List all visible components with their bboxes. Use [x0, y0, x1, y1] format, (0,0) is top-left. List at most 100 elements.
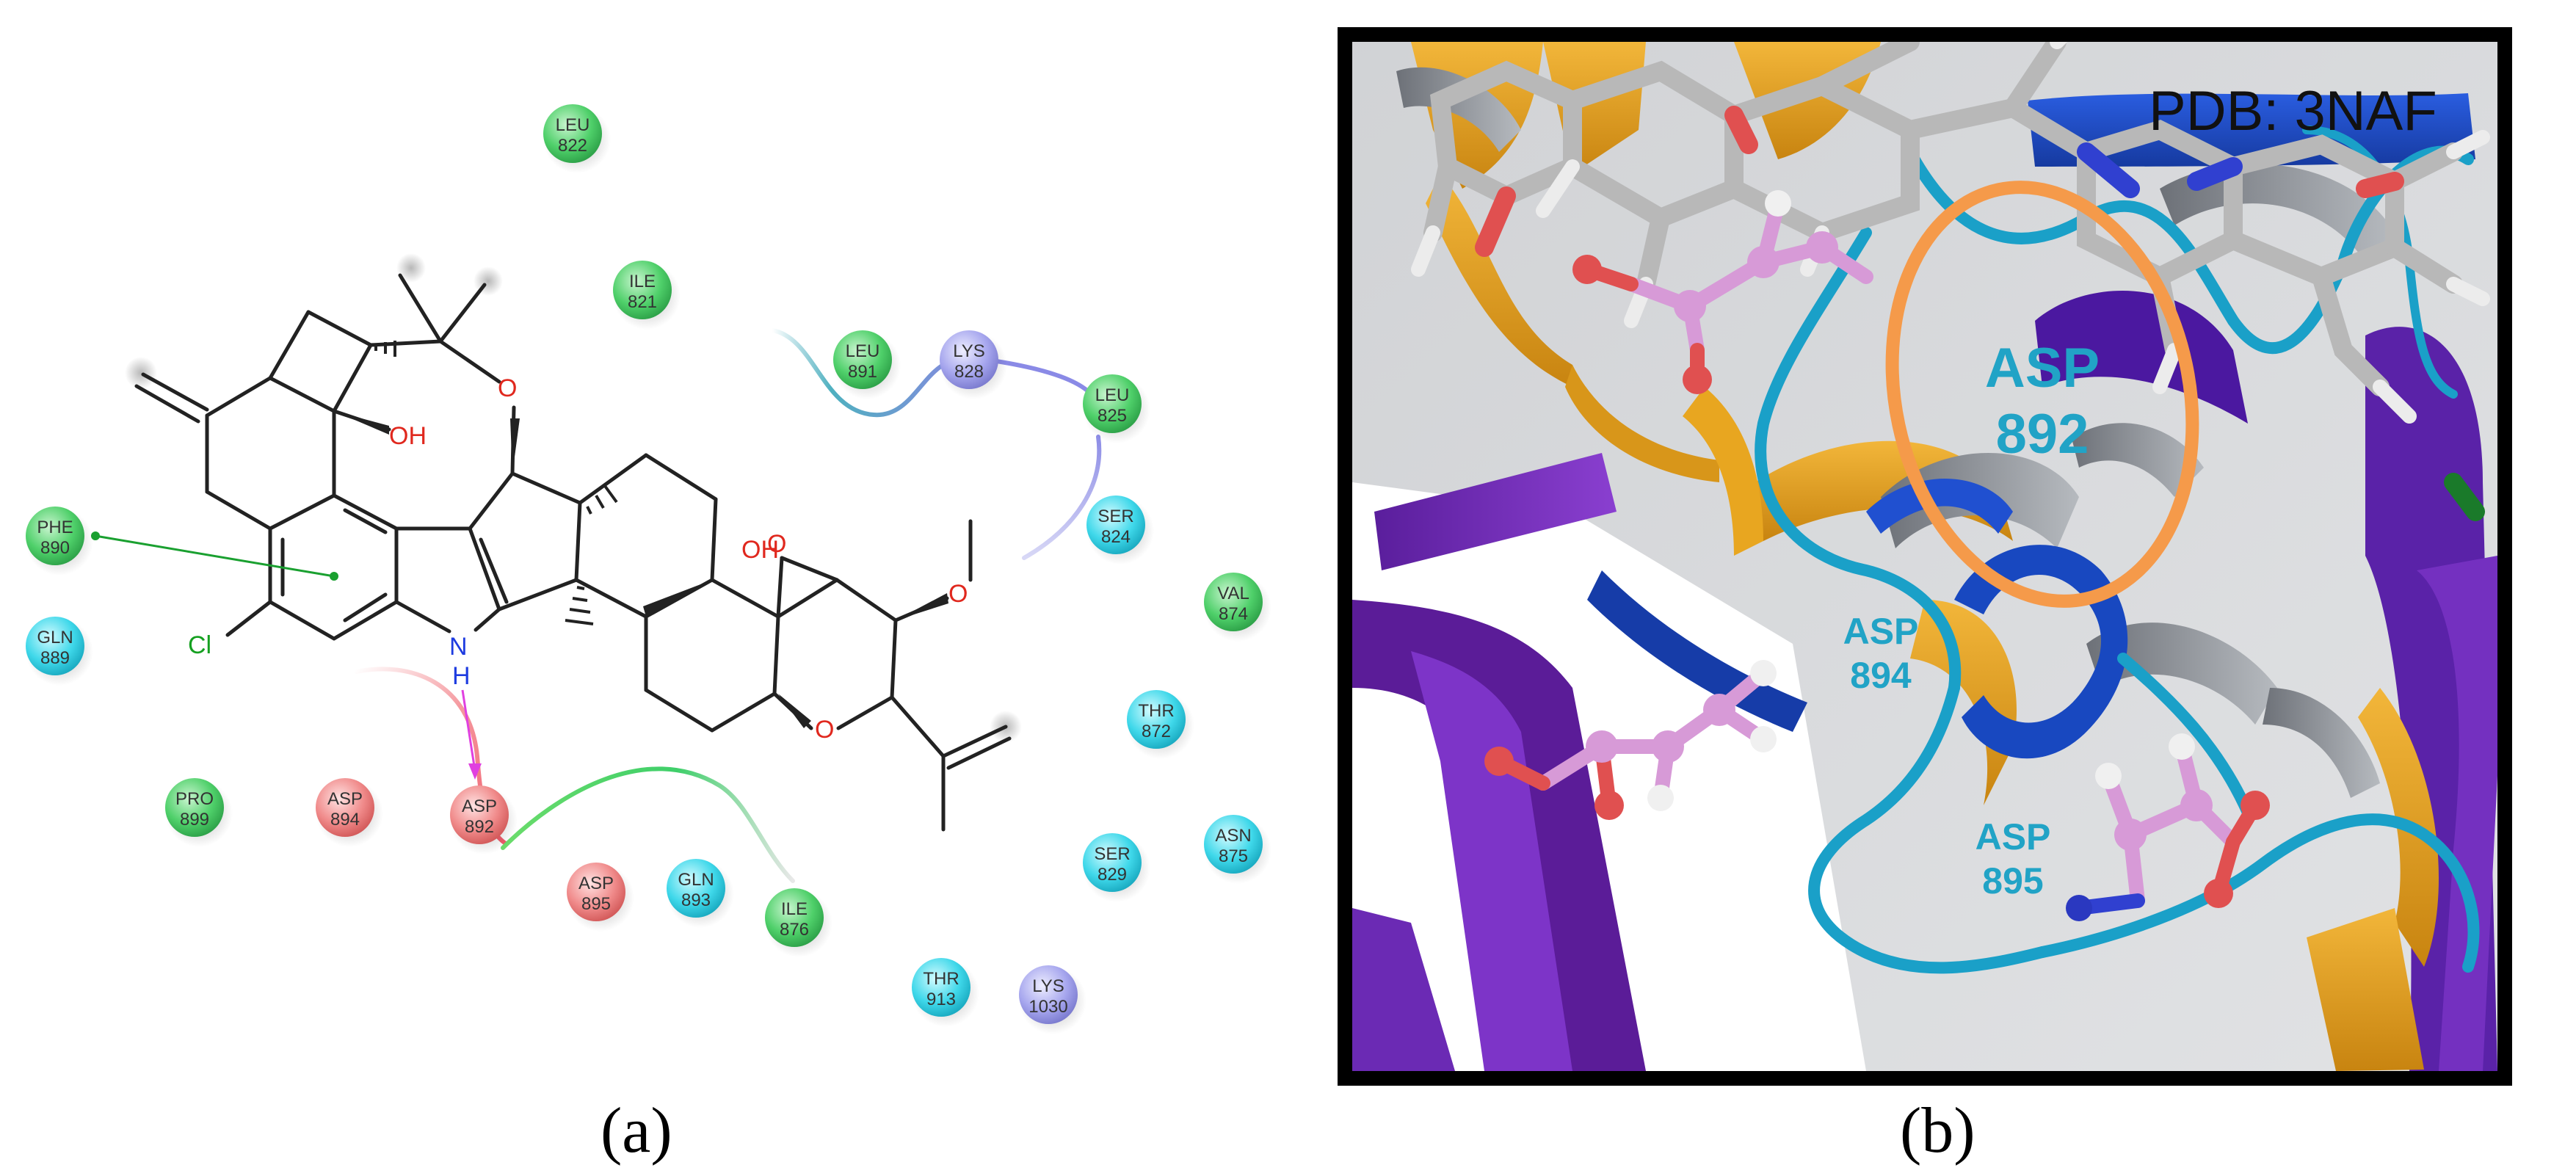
grey-ribbon [1396, 67, 2395, 798]
residue-labels-3d: ASP 892 ASP 894 ASP 895 [1843, 337, 2100, 901]
residue-number: 892 [465, 817, 494, 837]
residue-bubble [450, 785, 509, 844]
interaction-diagram: OH O O OH O O N H Cl LEU822ILE821LEU891L… [26, 104, 1271, 1034]
residue-bubble [1083, 374, 1142, 433]
hbond-arrow [461, 689, 482, 780]
residue-bubble [1127, 690, 1186, 749]
residue-name: ILE [629, 272, 656, 291]
label-asp-895-num: 895 [1982, 860, 2043, 901]
ligand-heteroatoms [1475, 106, 2485, 521]
atom-o-pyran: O [815, 716, 834, 744]
atom-n-indole: N [449, 633, 468, 661]
residue-bubble [613, 261, 672, 319]
residue-bubble [667, 859, 725, 918]
residue-number: 824 [1101, 527, 1131, 547]
residue-bubble [165, 778, 224, 837]
residue-bubble [765, 888, 824, 947]
residue-bubble [567, 863, 625, 921]
residue-number: 889 [40, 648, 70, 668]
residue-number: 894 [330, 810, 360, 830]
residue-number: 913 [926, 990, 956, 1009]
residue-number: 899 [180, 810, 209, 830]
residue-number: 876 [780, 920, 809, 940]
caption-panel-a: (a) [601, 1095, 672, 1166]
residue-bubble [1019, 965, 1078, 1024]
residue-name: ASP [578, 874, 614, 893]
residue-bubble [1204, 815, 1263, 874]
residue-bubble [940, 330, 998, 389]
caption-panel-b: (b) [1900, 1095, 1975, 1166]
residue-bubble [833, 330, 892, 389]
residue-bubble [543, 104, 602, 163]
residue-bubble [912, 958, 970, 1017]
residue-bubble [26, 507, 84, 565]
residue-name: SER [1097, 507, 1133, 526]
residue-name: PRO [175, 789, 214, 809]
structure-render: PDB: 3NAF ASP 892 ASP 894 ASP 895 [1352, 42, 2497, 1071]
residue-number: 829 [1097, 865, 1127, 885]
residue-bubble [1083, 833, 1142, 892]
atom-o-ring: O [498, 374, 517, 402]
ligand-skeleton [134, 273, 1012, 832]
residue-name: THR [923, 969, 959, 989]
residue-name: ASN [1215, 826, 1251, 846]
residue-number: 828 [954, 362, 984, 382]
residue-bubble [1204, 573, 1263, 631]
residue-name: VAL [1217, 584, 1249, 603]
residue-bubble [316, 778, 374, 837]
atom-o-epoxide: O [767, 530, 786, 558]
residue-name: PHE [37, 518, 73, 537]
residue-name: LYS [953, 341, 985, 361]
highlight-ellipse [1885, 181, 2199, 608]
asp-894-sticks [1484, 660, 1777, 820]
residue-name: ASP [462, 796, 497, 816]
residue-name: LEU [1095, 385, 1130, 405]
residue-bubble [1086, 496, 1145, 554]
residue-name: LEU [846, 341, 880, 361]
atom-oh: OH [389, 422, 427, 450]
residue-layer: LEU822ILE821LEU891LYS828LEU825SER824PHE8… [26, 104, 1271, 1034]
cyan-tube [1755, 126, 2480, 974]
residue-number: 875 [1219, 846, 1248, 866]
atom-labels: OH O O OH O O N H Cl [188, 374, 968, 744]
residue-name: LEU [556, 115, 590, 135]
pdb-label: PDB: 3NAF [2149, 80, 2437, 142]
atom-oh-epoxide: OH [741, 536, 779, 564]
residue-name: GLN [678, 870, 714, 890]
residue-name: THR [1138, 701, 1174, 721]
residue-number: 893 [681, 890, 711, 910]
residue-number: 890 [40, 538, 70, 558]
stereo-bonds [334, 411, 948, 728]
residue-number: 891 [848, 362, 877, 382]
residue-number: 874 [1219, 604, 1248, 624]
label-asp-895-name: ASP [1975, 816, 2051, 857]
residue-number: 1030 [1028, 997, 1067, 1017]
pi-stacking-interaction [91, 531, 338, 581]
residue-name: GLN [37, 628, 73, 647]
atom-h-indole: H [452, 662, 471, 690]
atom-cl: Cl [188, 631, 211, 659]
structure-panel: PDB: 3NAF ASP 892 ASP 894 ASP 895 [1338, 27, 2512, 1086]
residue-name: ASP [327, 789, 363, 809]
residue-number: 872 [1142, 722, 1171, 741]
asp-892-sticks [1572, 190, 1873, 394]
label-asp-892-name: ASP [1985, 337, 2100, 399]
residue-number: 822 [558, 136, 587, 156]
